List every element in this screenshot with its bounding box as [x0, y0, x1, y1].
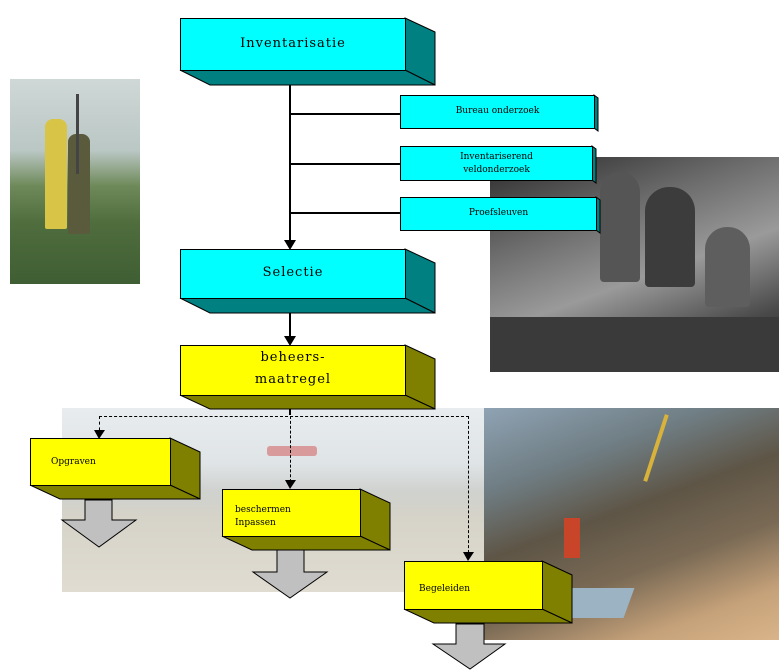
main-connector-top [289, 70, 291, 245]
opgraven-down-arrow [60, 499, 138, 548]
survey-pole [76, 94, 79, 174]
excavation-floor [490, 317, 779, 372]
boat-shape [267, 446, 317, 456]
begeleiden-label: Begeleiden [419, 584, 470, 594]
arrowhead-to-begeleiden [463, 552, 474, 561]
branch-inventariserend [289, 163, 400, 165]
inventarisatie-box: Inventarisatie [180, 18, 406, 71]
inventarisatie-label: Inventarisatie [240, 36, 346, 51]
surveyor-figure [45, 119, 67, 229]
opgraven-label: Opgraven [51, 457, 96, 467]
beheers-label-2: maatregel [254, 372, 332, 387]
arrowhead-to-selectie [284, 240, 296, 250]
beschermen-box: beschermen Inpassen [222, 489, 361, 537]
bureau-onderzoek-label: Bureau onderzoek [455, 106, 540, 116]
inventariserend-label-2: veldonderzoek [463, 165, 530, 175]
selectie-label: Selectie [262, 265, 324, 280]
dashed-to-begeleiden [468, 416, 469, 558]
beheers-box-bottom [179, 394, 436, 410]
surveyor-figure-2 [68, 134, 90, 234]
beschermen-box-bottom [221, 535, 391, 551]
selectie-box-bottom [179, 297, 436, 314]
inventariserend-box: Inventariserend veldonderzoek [400, 146, 593, 181]
begeleiden-box-bottom [403, 608, 573, 624]
inventarisatie-box-bottom [179, 69, 436, 86]
worker-figure-3 [705, 227, 750, 307]
worker-red [564, 518, 580, 558]
arrowhead-to-beschermen [285, 480, 296, 489]
worker-figure [600, 172, 640, 282]
bureau-onderzoek-box: Bureau onderzoek [400, 95, 595, 129]
dashed-to-opgraven [99, 416, 100, 436]
proefsleuven-box: Proefsleuven [400, 197, 597, 231]
worker-figure-2 [645, 187, 695, 287]
main-connector-mid [289, 298, 291, 342]
arrowhead-to-opgraven [94, 430, 105, 439]
beschermen-label-1: beschermen [235, 505, 291, 515]
dashed-to-beschermen [290, 416, 291, 487]
inventariserend-label-1: Inventariserend [460, 152, 533, 162]
opgraven-box: Opgraven [30, 438, 171, 486]
excavation-bw-photo [490, 157, 779, 372]
selectie-box: Selectie [180, 249, 406, 299]
begeleiden-box: Begeleiden [404, 561, 543, 610]
beheers-label-1: beheers- [260, 350, 326, 365]
branch-proefsleuven [289, 212, 400, 214]
beschermen-label-2: Inpassen [235, 518, 276, 528]
arrowhead-to-beheers [284, 336, 296, 346]
beheersmaatregel-box: beheers- maatregel [180, 345, 406, 396]
dashed-distribution-line [99, 416, 469, 417]
proefsleuven-label: Proefsleuven [468, 208, 529, 218]
field-survey-photo [10, 79, 140, 284]
beschermen-down-arrow [251, 549, 329, 599]
opgraven-box-bottom [29, 484, 201, 500]
branch-bureau [289, 113, 400, 115]
begeleiden-down-arrow [431, 623, 507, 670]
